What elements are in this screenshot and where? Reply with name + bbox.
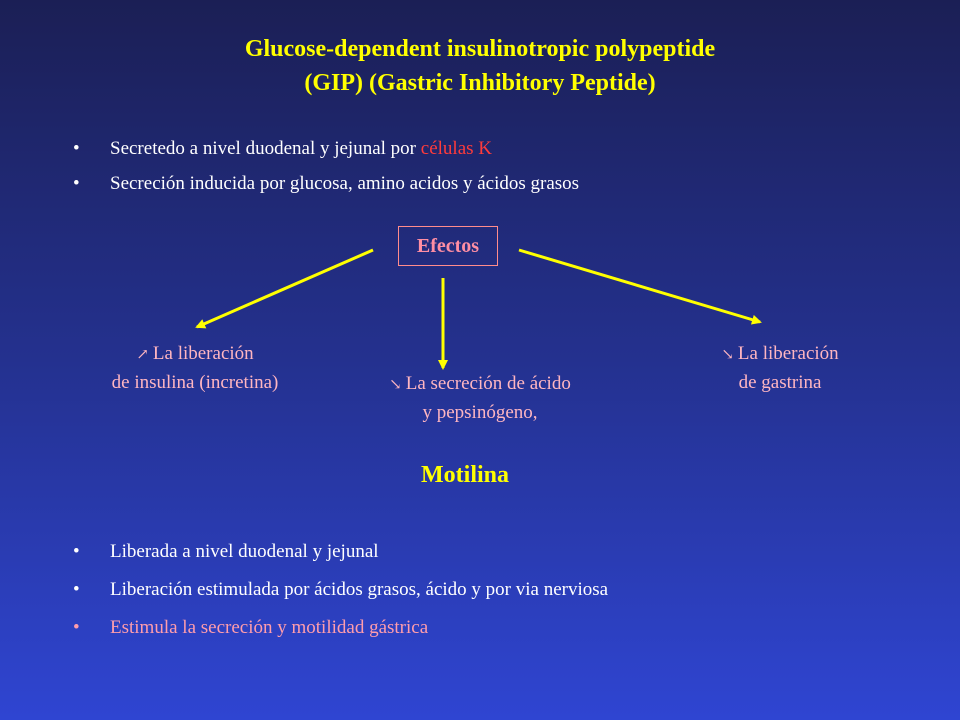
arrow-down-icon: ↘ — [389, 377, 402, 393]
effect-acid-line-1: La secreción de ácido — [405, 373, 571, 394]
gip-bullet-1-highlight: células K — [420, 138, 492, 159]
gip-bullet-1: Secretedo a nivel duodenal y jejunal por… — [70, 138, 579, 160]
motilina-bullet-list: Liberada a nivel duodenal y jejunal Libe… — [70, 541, 608, 655]
gip-bullet-list: Secretedo a nivel duodenal y jejunal por… — [70, 138, 579, 208]
effect-gastrin-line-1: La liberación — [737, 343, 839, 364]
motilina-bullet-1: Liberada a nivel duodenal y jejunal — [70, 541, 608, 563]
arrow-up-icon: ↗ — [136, 347, 149, 363]
effect-insulin: ↗La liberación de insulina (incretina) — [60, 340, 330, 397]
effect-acid: ↘La secreción de ácido y pepsinógeno, — [330, 370, 630, 427]
arrow-to-insulin — [195, 248, 374, 329]
arrow-down-icon: ↘ — [721, 347, 734, 363]
arrow-to-gastrin — [518, 248, 762, 325]
effect-insulin-line-2: de insulina (incretina) — [111, 372, 279, 393]
effect-acid-line-2: y pepsinógeno, — [422, 402, 538, 423]
motilina-bullet-2: Liberación estimulada por ácidos grasos,… — [70, 579, 608, 601]
efectos-box: Efectos — [398, 226, 498, 266]
gip-bullet-2: Secreción inducida por glucosa, amino ac… — [70, 173, 579, 195]
effect-gastrin-line-2: de gastrina — [738, 372, 822, 393]
slide-title: Glucose-dependent insulinotropic polypep… — [0, 32, 960, 100]
gip-bullet-1-text: Secretedo a nivel duodenal y jejunal por — [110, 138, 421, 159]
motilina-bullet-3: Estimula la secreción y motilidad gástri… — [70, 617, 608, 639]
title-line-1: Glucose-dependent insulinotropic polypep… — [244, 36, 716, 62]
effect-insulin-line-1: La liberación — [152, 343, 254, 364]
effect-gastrin: ↘La liberación de gastrina — [680, 340, 880, 397]
title-line-2: (GIP) (Gastric Inhibitory Peptide) — [304, 70, 656, 96]
motilina-heading: Motilina — [421, 462, 509, 488]
